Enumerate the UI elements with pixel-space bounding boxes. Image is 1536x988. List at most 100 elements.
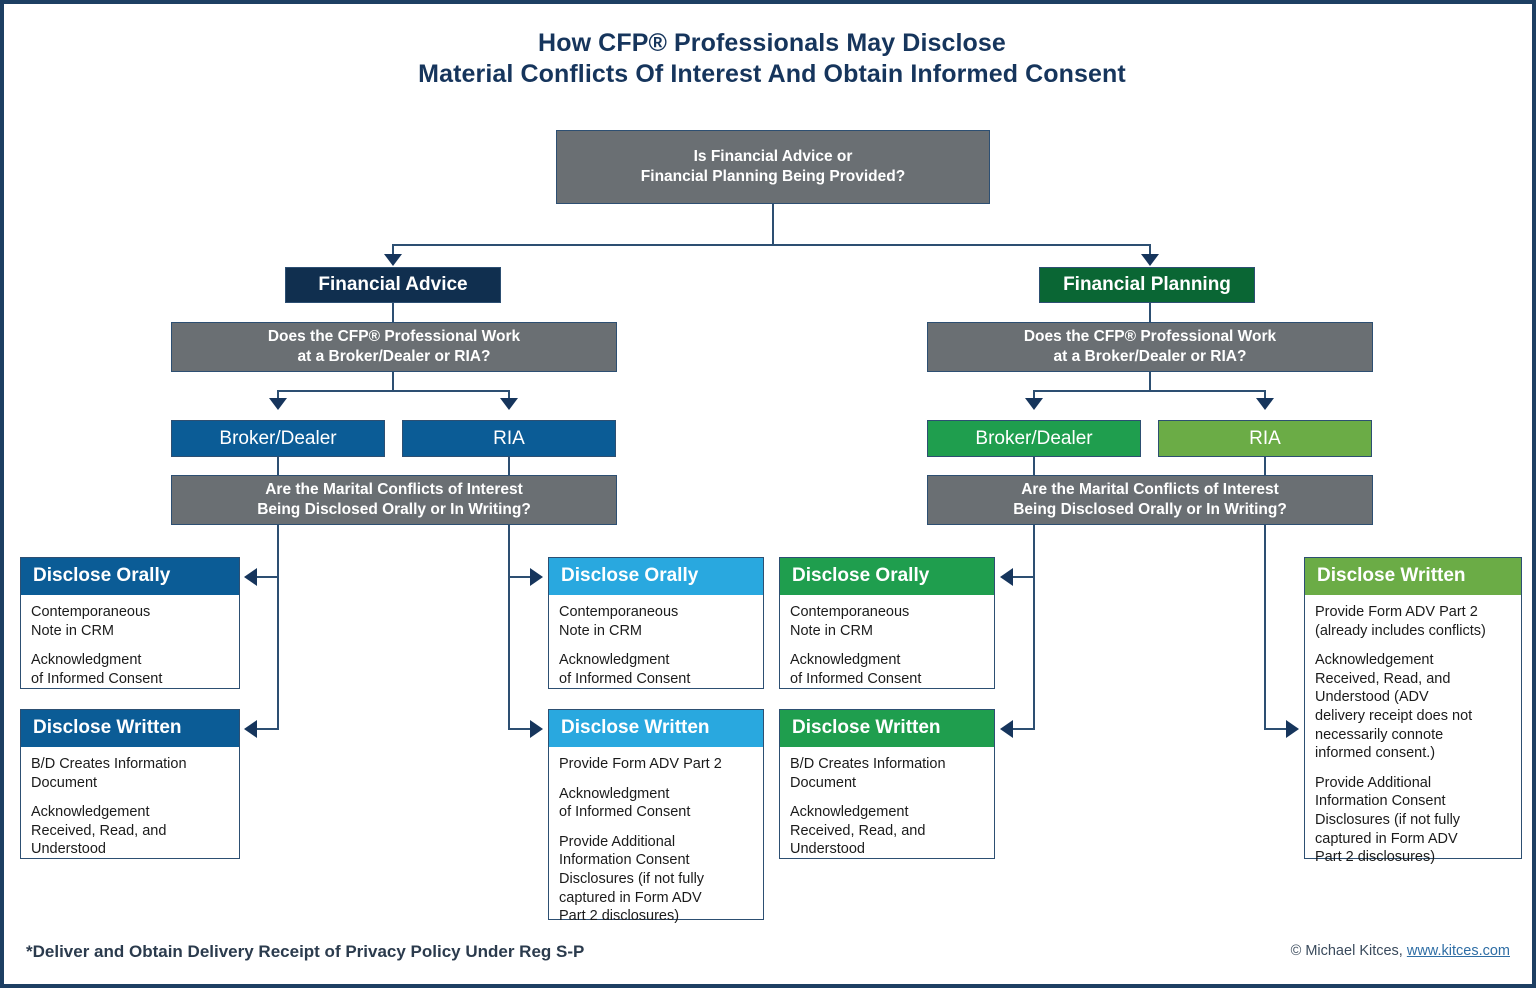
node-advice-question-disclosure[interactable]: Are the Marital Conflicts of Interest Be… xyxy=(171,475,617,525)
connector-planning-to-ria xyxy=(1264,390,1266,402)
connector-advice-ria-down xyxy=(508,457,510,476)
advice-q1-line-2: at a Broker/Dealer or RIA? xyxy=(297,348,491,365)
planning-q1-line-1: Does the CFP® Professional Work xyxy=(1023,328,1277,345)
node-financial-planning[interactable]: Financial Planning xyxy=(1039,267,1255,303)
card-item: Provide Form ADV Part 2(already includes… xyxy=(1315,604,1486,639)
node-advice-question-employer[interactable]: Does the CFP® Professional Work at a Bro… xyxy=(171,322,617,372)
connector-root-bus xyxy=(393,244,1150,246)
node-advice-broker-dealer[interactable]: Broker/Dealer xyxy=(171,420,385,457)
advice-q1-line-1: Does the CFP® Professional Work xyxy=(267,328,521,345)
planning-ria-label: RIA xyxy=(1249,427,1281,449)
card-heading: Disclose Orally xyxy=(21,558,239,595)
card-heading: Disclose Written xyxy=(780,710,994,747)
planning-q1-line-2: at a Broker/Dealer or RIA? xyxy=(1053,348,1247,365)
connector-advice-ria-trunk xyxy=(508,525,510,730)
arrow-left-planning-bd-oral xyxy=(1000,568,1013,586)
connector-planning-ria-trunk xyxy=(1264,525,1266,730)
node-planning-question-disclosure[interactable]: Are the Marital Conflicts of Interest Be… xyxy=(927,475,1373,525)
arrow-down-advice-ria xyxy=(500,398,518,410)
arrow-down-right-branch xyxy=(1141,254,1159,266)
arrow-down-advice-bd xyxy=(269,398,287,410)
card-advice-ria-written[interactable]: Disclose Written Provide Form ADV Part 2… xyxy=(548,709,764,924)
advice-q2-line-2: Being Disclosed Orally or In Writing? xyxy=(257,501,531,518)
card-item: Provide Form ADV Part 2 xyxy=(559,756,722,772)
connector-advice-q1-bus xyxy=(278,390,510,392)
footnote: *Deliver and Obtain Delivery Receipt of … xyxy=(26,942,585,961)
arrow-left-planning-bd-written xyxy=(1000,720,1013,738)
node-planning-broker-dealer[interactable]: Broker/Dealer xyxy=(927,420,1141,457)
title-line-1: How CFP® Professionals May Disclose xyxy=(538,29,1006,57)
node-planning-ria[interactable]: RIA xyxy=(1158,420,1372,457)
page-title: How CFP® Professionals May Disclose Mate… xyxy=(4,28,1532,90)
connector-root-to-left xyxy=(392,244,394,258)
connector-planning-ria-to-written xyxy=(1264,728,1286,730)
connector-advice-bd-to-written xyxy=(256,728,279,730)
card-planning-ria-written[interactable]: Disclose Written Provide Form ADV Part 2… xyxy=(1304,557,1522,865)
root-question-line-2: Financial Planning Being Provided? xyxy=(640,168,906,185)
card-advice-bd-written[interactable]: Disclose Written B/D Creates Information… xyxy=(20,709,240,859)
financial-planning-label: Financial Planning xyxy=(1063,274,1231,295)
node-root-question[interactable]: Is Financial Advice or Financial Plannin… xyxy=(556,130,990,204)
connector-advice-bd-trunk xyxy=(277,525,279,730)
connector-planning-bd-trunk xyxy=(1033,525,1035,730)
arrow-down-left-branch xyxy=(384,254,402,266)
arrow-right-advice-ria-written xyxy=(530,720,543,738)
connector-advice-q1-stem xyxy=(392,372,394,392)
arrow-right-advice-ria-oral xyxy=(530,568,543,586)
planning-q2-line-1: Are the Marital Conflicts of Interest xyxy=(1021,481,1279,498)
arrow-left-advice-bd-oral xyxy=(244,568,257,586)
connector-planning-ria-down xyxy=(1264,457,1266,476)
card-heading: Disclose Written xyxy=(21,710,239,747)
card-heading: Disclose Written xyxy=(1305,558,1521,595)
card-heading: Disclose Orally xyxy=(549,558,763,595)
connector-advice-ria-to-written xyxy=(508,728,530,730)
kitces-website-link[interactable]: www.kitces.com xyxy=(1406,943,1510,959)
connector-advice-bd-down xyxy=(277,457,279,476)
connector-planning-bd-to-written xyxy=(1012,728,1035,730)
connector-advice-bd-to-oral xyxy=(256,576,279,578)
node-planning-question-employer[interactable]: Does the CFP® Professional Work at a Bro… xyxy=(927,322,1373,372)
connector-root-stem xyxy=(772,204,774,246)
card-planning-bd-written[interactable]: Disclose Written B/D Creates Information… xyxy=(779,709,995,859)
connector-planning-q1-bus xyxy=(1034,390,1266,392)
connector-planning-to-bd xyxy=(1033,390,1035,402)
financial-advice-label: Financial Advice xyxy=(318,274,468,295)
connector-advice-to-ria xyxy=(508,390,510,402)
arrow-left-advice-bd-written xyxy=(244,720,257,738)
connector-planning-to-q1 xyxy=(1149,303,1151,323)
card-body: Provide Form ADV Part 2(already includes… xyxy=(1305,595,1521,876)
node-advice-ria[interactable]: RIA xyxy=(402,420,616,457)
node-financial-advice[interactable]: Financial Advice xyxy=(285,267,501,303)
connector-advice-to-bd xyxy=(277,390,279,402)
arrow-right-planning-ria-written xyxy=(1286,720,1299,738)
connector-advice-to-q1 xyxy=(392,303,394,323)
title-line-2: Material Conflicts Of Interest And Obtai… xyxy=(418,60,1126,88)
copyright-text: © Michael Kitces, xyxy=(1290,943,1407,959)
advice-bd-label: Broker/Dealer xyxy=(219,427,337,449)
connector-planning-q1-stem xyxy=(1149,372,1151,392)
root-question-line-1: Is Financial Advice or xyxy=(693,148,853,165)
card-heading: Disclose Orally xyxy=(780,558,994,595)
